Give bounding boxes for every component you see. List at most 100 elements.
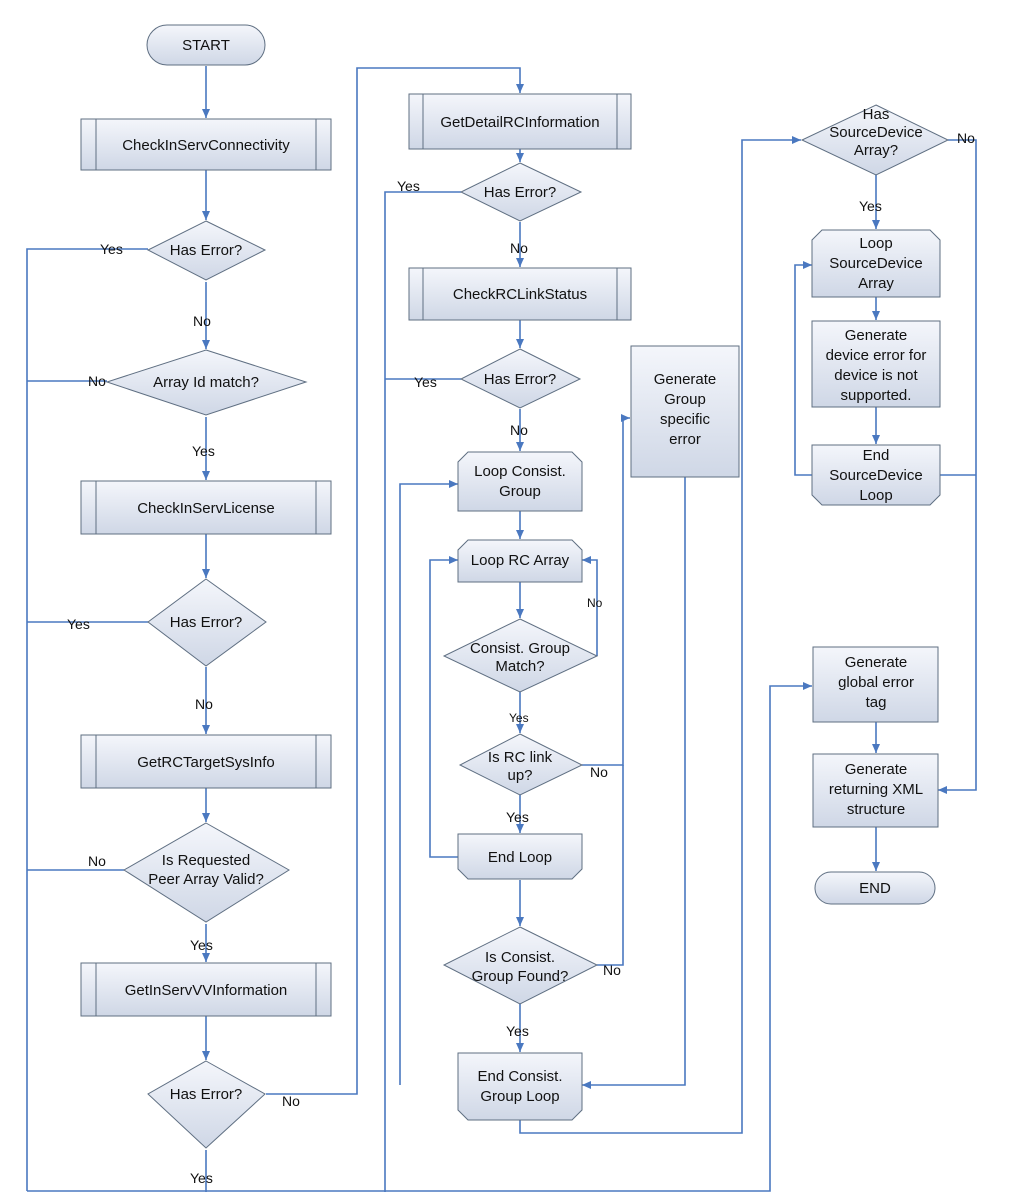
consist-group-match-line-1: Consist. Group bbox=[470, 640, 570, 657]
branch-label-no: No bbox=[587, 596, 603, 610]
is-consist-group-found-line-1: Is Consist. bbox=[485, 949, 555, 966]
generate-xml-line-1: Generate bbox=[845, 761, 908, 778]
peer-array-valid-line-2: Peer Array Valid? bbox=[148, 871, 264, 888]
generate-xml-line-3: structure bbox=[847, 801, 905, 818]
branch-label-yes: Yes bbox=[397, 178, 420, 194]
generate-global-error-line-3: tag bbox=[866, 694, 887, 711]
end-source-loop-line-3: Loop bbox=[859, 487, 892, 504]
get-inserv-vv-information-label: GetInServVVInformation bbox=[125, 982, 288, 999]
has-source-array-line-3: Array? bbox=[854, 142, 898, 159]
check-inserv-license-label: CheckInServLicense bbox=[137, 500, 275, 517]
is-rc-link-up-line-1: Is RC link bbox=[488, 749, 553, 766]
end-consist-group-loop-line-2: Group Loop bbox=[480, 1088, 559, 1105]
generate-xml-line-2: returning XML bbox=[829, 781, 923, 798]
branch-label-no: No bbox=[195, 696, 213, 712]
branch-label-no: No bbox=[590, 764, 608, 780]
generate-returning-xml-process: Generate returning XML structure bbox=[812, 753, 939, 828]
consist-group-match-line-2: Match? bbox=[495, 658, 544, 675]
is-consist-group-found-line-2: Group Found? bbox=[472, 968, 569, 985]
peer-array-valid-decision: Is Requested Peer Array Valid? bbox=[123, 822, 290, 923]
is-rc-link-up-line-2: up? bbox=[507, 767, 532, 784]
generate-group-error-line-1: Generate bbox=[654, 371, 717, 388]
has-source-device-array-decision: Has SourceDevice Array? bbox=[800, 104, 950, 176]
loop-rc-array-label: Loop RC Array bbox=[471, 552, 570, 569]
has-error-3-label: Has Error? bbox=[170, 1086, 243, 1103]
has-error-4-label: Has Error? bbox=[484, 184, 557, 201]
check-inserv-connectivity-label: CheckInServConnectivity bbox=[122, 137, 290, 154]
branch-label-no: No bbox=[193, 313, 211, 329]
generate-device-error-line-2: device error for bbox=[826, 347, 927, 364]
get-rc-target-sysinfo-label: GetRCTargetSysInfo bbox=[137, 754, 275, 771]
generate-global-error-tag-process: Generate global error tag bbox=[812, 646, 939, 723]
array-id-match-label: Array Id match? bbox=[153, 374, 259, 391]
generate-group-error-line-3: specific bbox=[660, 411, 711, 428]
branch-label-no: No bbox=[510, 240, 528, 256]
has-error-5-label: Has Error? bbox=[484, 371, 557, 388]
end-source-loop-line-1: End bbox=[863, 447, 890, 464]
check-rc-link-status-process: CheckRCLinkStatus bbox=[408, 267, 632, 321]
generate-global-error-line-1: Generate bbox=[845, 654, 908, 671]
end-loop-node: End Loop bbox=[457, 833, 583, 880]
branch-label-no: No bbox=[510, 422, 528, 438]
loop-source-line-2: SourceDevice bbox=[829, 255, 922, 272]
end-consist-group-loop-node: End Consist. Group Loop bbox=[457, 1052, 583, 1121]
branch-labels: Yes No No Yes Yes No No Yes No Yes Yes N… bbox=[67, 130, 975, 1186]
has-error-decision-5: Has Error? bbox=[459, 348, 582, 409]
loop-source-device-array-node: Loop SourceDevice Array bbox=[811, 229, 941, 298]
is-consist-group-found-decision: Is Consist. Group Found? bbox=[442, 926, 599, 1005]
has-source-array-line-1: Has bbox=[863, 106, 890, 123]
start-label: START bbox=[182, 37, 230, 54]
connectors bbox=[26, 66, 977, 1192]
end-consist-group-loop-line-1: End Consist. bbox=[477, 1068, 562, 1085]
check-inserv-connectivity-process: CheckInServConnectivity bbox=[80, 118, 332, 171]
branch-label-yes: Yes bbox=[67, 616, 90, 632]
loop-consist-group-line-1: Loop Consist. bbox=[474, 463, 566, 480]
branch-label-yes: Yes bbox=[859, 198, 882, 214]
loop-rc-array-node: Loop RC Array bbox=[457, 539, 583, 583]
branch-label-yes: Yes bbox=[190, 937, 213, 953]
has-error-decision-4: Has Error? bbox=[459, 162, 583, 222]
has-error-decision-2: Has Error? bbox=[147, 578, 267, 667]
branch-label-no: No bbox=[957, 130, 975, 146]
has-error-1-label: Has Error? bbox=[170, 242, 243, 259]
get-rc-target-sysinfo-process: GetRCTargetSysInfo bbox=[80, 734, 332, 789]
has-error-decision-3: Has Error? bbox=[147, 1060, 266, 1149]
generate-group-specific-error-process: Generate Group specific error bbox=[630, 345, 740, 478]
branch-label-yes: Yes bbox=[190, 1170, 213, 1186]
branch-label-yes: Yes bbox=[506, 1023, 529, 1039]
has-error-2-label: Has Error? bbox=[170, 614, 243, 631]
end-source-device-loop-node: End SourceDevice Loop bbox=[811, 444, 941, 506]
generate-device-error-line-3: device is not bbox=[834, 367, 918, 384]
start-terminal: START bbox=[146, 24, 266, 66]
branch-label-yes: Yes bbox=[506, 809, 529, 825]
has-error-decision-1: Has Error? bbox=[146, 220, 267, 281]
loop-source-line-1: Loop bbox=[859, 235, 892, 252]
branch-label-yes: Yes bbox=[192, 443, 215, 459]
branch-label-yes: Yes bbox=[414, 374, 437, 390]
branch-label-no: No bbox=[282, 1093, 300, 1109]
generate-device-error-line-4: supported. bbox=[841, 387, 912, 404]
is-rc-link-up-decision: Is RC link up? bbox=[458, 733, 584, 796]
check-inserv-license-process: CheckInServLicense bbox=[80, 480, 332, 535]
end-terminal: END bbox=[814, 871, 936, 905]
generate-device-error-process: Generate device error for device is not … bbox=[811, 320, 941, 408]
branch-label-no: No bbox=[88, 853, 106, 869]
branch-label-no: No bbox=[88, 373, 106, 389]
generate-global-error-line-2: global error bbox=[838, 674, 914, 691]
generate-group-error-line-4: error bbox=[669, 431, 701, 448]
generate-group-error-line-2: Group bbox=[664, 391, 706, 408]
branch-label-yes: Yes bbox=[100, 241, 123, 257]
get-detail-rc-information-label: GetDetailRCInformation bbox=[440, 114, 599, 131]
branch-label-yes: Yes bbox=[509, 711, 529, 725]
end-source-loop-line-2: SourceDevice bbox=[829, 467, 922, 484]
peer-array-valid-line-1: Is Requested bbox=[162, 852, 250, 869]
get-detail-rc-information-process: GetDetailRCInformation bbox=[408, 93, 632, 150]
branch-label-no: No bbox=[603, 962, 621, 978]
has-source-array-line-2: SourceDevice bbox=[829, 124, 922, 141]
end-label: END bbox=[859, 880, 891, 897]
loop-source-line-3: Array bbox=[858, 275, 894, 292]
array-id-match-decision: Array Id match? bbox=[105, 349, 308, 416]
loop-consist-group-line-2: Group bbox=[499, 483, 541, 500]
consist-group-match-decision: Consist. Group Match? bbox=[442, 618, 599, 693]
